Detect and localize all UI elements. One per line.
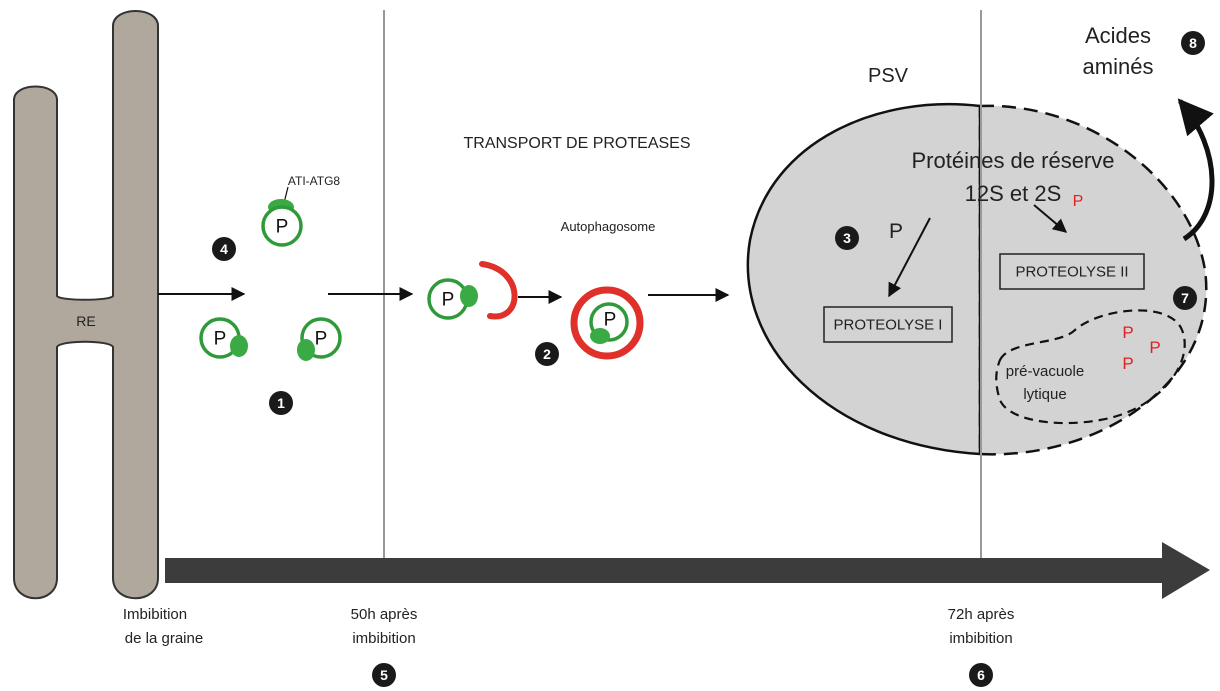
arrow-to-amino-acids <box>1177 98 1215 242</box>
protease-label-red: P <box>1073 193 1084 210</box>
protease-label: P <box>315 329 328 350</box>
er-label: RE <box>76 313 95 329</box>
step-badge-1: 1 <box>269 391 293 415</box>
arrow-to-proteolyse-2 <box>1033 204 1068 233</box>
svg-text:2: 2 <box>543 346 551 362</box>
step-badge-7: 7 <box>1173 286 1197 310</box>
proteolyse-2-box: PROTEOLYSE II <box>999 253 1145 290</box>
timeline-arrow <box>165 542 1210 599</box>
autophagosome-label: Autophagosome <box>561 219 656 234</box>
vesicle: P <box>297 317 342 361</box>
timeline-label-50h: 50h après <box>351 606 418 623</box>
step-badge-3: 3 <box>835 226 859 250</box>
svg-text:5: 5 <box>380 667 388 683</box>
prevacuole-label-line2: lytique <box>1023 386 1066 403</box>
phagophore-membrane <box>479 261 518 320</box>
protease-label-red: P <box>1149 338 1160 357</box>
step-badge-2: 2 <box>535 342 559 366</box>
protease-label: P <box>276 217 289 238</box>
vesicle-with-phagophore: P <box>427 261 518 320</box>
timeline-label-72h: 72h après <box>948 606 1015 623</box>
psv-label: PSV <box>868 65 909 87</box>
autophagosome: P <box>570 286 644 360</box>
svg-text:6: 6 <box>977 667 985 683</box>
step-badge-6: 6 <box>969 663 993 687</box>
amino-acids-label: Acides <box>1085 23 1151 48</box>
timeline-label-imbibition: Imbibition <box>123 606 187 623</box>
proteolyse-1-label: PROTEOLYSE I <box>834 317 943 334</box>
transport-label: TRANSPORT DE PROTEASES <box>463 135 690 152</box>
svg-text:8: 8 <box>1189 35 1197 51</box>
protease-label: P <box>604 310 617 331</box>
step-badge-5: 5 <box>372 663 396 687</box>
amino-acids-label-line2: aminés <box>1083 54 1154 79</box>
lytic-prevacuole <box>995 309 1186 425</box>
protease-label: P <box>214 329 227 350</box>
vesicle: P <box>199 317 248 359</box>
arrow-to-proteolyse-1 <box>888 217 931 298</box>
timeline-label-imbibition-line2: de la graine <box>125 630 203 647</box>
storage-proteins-label: Protéines de réserve <box>912 148 1115 173</box>
storage-proteins-label-line2: 12S et 2S <box>965 181 1062 206</box>
protease-label: P <box>889 220 903 243</box>
protease-label: P <box>442 290 455 311</box>
svg-text:1: 1 <box>277 395 285 411</box>
svg-text:4: 4 <box>220 241 228 257</box>
svg-text:7: 7 <box>1181 290 1189 306</box>
prevacuole-label: pré-vacuole <box>1006 363 1084 380</box>
proteolyse-2-label: PROTEOLYSE II <box>1015 264 1128 281</box>
ati-atg8-label: ATI-ATG8 <box>288 174 341 188</box>
timeline-label-50h-line2: imbibition <box>352 630 415 647</box>
vesicle-ati-atg8: P <box>261 186 303 247</box>
protease-label-red: P <box>1122 354 1133 373</box>
step-badge-8: 8 <box>1181 31 1205 55</box>
step-badge-4: 4 <box>212 237 236 261</box>
proteolyse-1-box: PROTEOLYSE I <box>823 306 953 343</box>
svg-text:3: 3 <box>843 230 851 246</box>
psv-vacuole <box>746 102 1208 456</box>
protease-label-red: P <box>1122 323 1133 342</box>
endoplasmic-reticulum <box>13 10 159 600</box>
timeline-label-72h-line2: imbibition <box>949 630 1012 647</box>
